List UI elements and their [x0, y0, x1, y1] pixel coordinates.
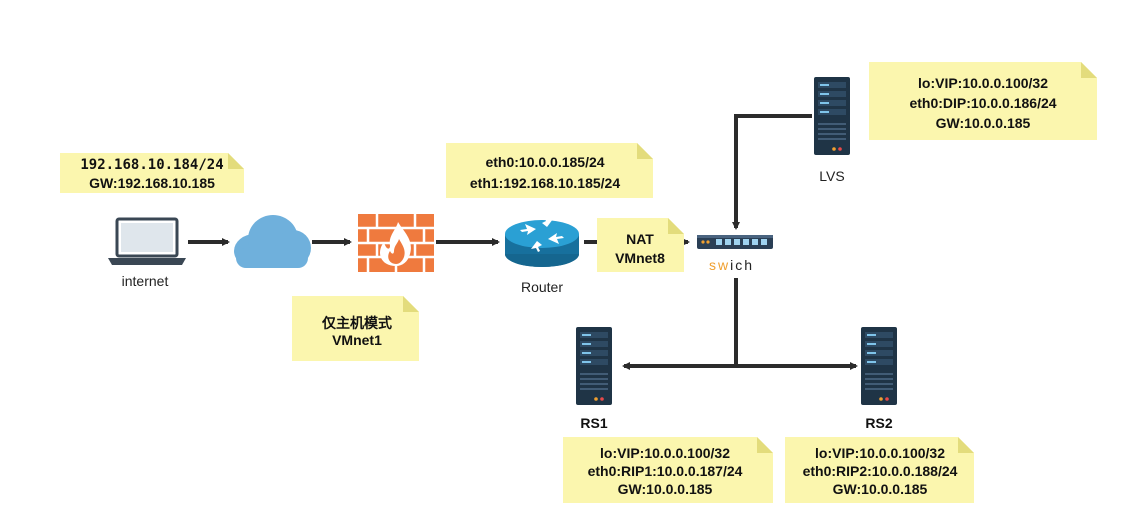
note-nat-line1: NAT — [626, 231, 654, 247]
server-icon — [861, 327, 897, 405]
note-hostonly-line1: 仅主机模式 — [321, 315, 392, 331]
rs2-node: RS2 — [861, 327, 897, 431]
note-rs2-line2: eth0:RIP2:10.0.0.188/24 — [803, 463, 958, 479]
cloud-icon — [234, 215, 311, 268]
note-client: 192.168.10.184/24 GW:192.168.10.185 — [60, 153, 244, 193]
note-rs2-line1: lo:VIP:10.0.0.100/32 — [815, 445, 945, 461]
note-lvs-line1: lo:VIP:10.0.0.100/32 — [918, 75, 1048, 91]
note-router-line1: eth0:10.0.0.185/24 — [485, 154, 604, 170]
lvs-node: LVS — [814, 77, 850, 184]
note-lvs-line3: GW:10.0.0.185 — [936, 115, 1031, 131]
note-rs1-line3: GW:10.0.0.185 — [618, 481, 713, 497]
note-nat: NAT VMnet8 — [597, 218, 684, 272]
cloud-node — [234, 215, 311, 268]
laptop-label: internet — [122, 273, 169, 289]
note-router-line2: eth1:192.168.10.185/24 — [470, 175, 620, 191]
note-lvs-line2: eth0:DIP:10.0.0.186/24 — [909, 95, 1056, 111]
lvs-label: LVS — [819, 168, 844, 184]
switch-label-suffix: ich — [730, 257, 754, 273]
note-rs1-line1: lo:VIP:10.0.0.100/32 — [600, 445, 730, 461]
switch-label: swich — [709, 257, 754, 273]
note-rs2: lo:VIP:10.0.0.100/32 eth0:RIP2:10.0.0.18… — [785, 437, 974, 503]
note-lvs: lo:VIP:10.0.0.100/32 eth0:DIP:10.0.0.186… — [869, 62, 1097, 140]
note-router: eth0:10.0.0.185/24 eth1:192.168.10.185/2… — [446, 143, 653, 198]
rs1-node: RS1 — [576, 327, 612, 431]
note-nat-line2: VMnet8 — [615, 250, 665, 266]
server-icon — [814, 77, 850, 155]
note-hostonly-line2: VMnet1 — [332, 332, 382, 348]
note-hostonly: 仅主机模式 VMnet1 — [292, 296, 419, 361]
firewall-node — [358, 214, 434, 272]
server-icon — [576, 327, 612, 405]
link-lvs-switch — [732, 114, 812, 230]
router-node: Router — [505, 216, 579, 295]
note-client-line2: GW:192.168.10.185 — [89, 175, 215, 191]
laptop-icon — [108, 217, 186, 265]
note-rs1-line2: eth0:RIP1:10.0.0.187/24 — [588, 463, 743, 479]
switch-icon — [697, 235, 773, 249]
switch-label-prefix: sw — [709, 257, 730, 273]
rs1-label: RS1 — [580, 415, 607, 431]
switch-node: swich — [697, 235, 773, 273]
rs2-label: RS2 — [865, 415, 892, 431]
firewall-icon — [358, 214, 434, 272]
router-label: Router — [521, 279, 563, 295]
note-rs2-line3: GW:10.0.0.185 — [833, 481, 928, 497]
router-icon — [505, 216, 579, 267]
note-rs1: lo:VIP:10.0.0.100/32 eth0:RIP1:10.0.0.18… — [563, 437, 773, 503]
laptop-node: internet — [108, 217, 186, 289]
note-client-line1: 192.168.10.184/24 — [80, 157, 223, 173]
